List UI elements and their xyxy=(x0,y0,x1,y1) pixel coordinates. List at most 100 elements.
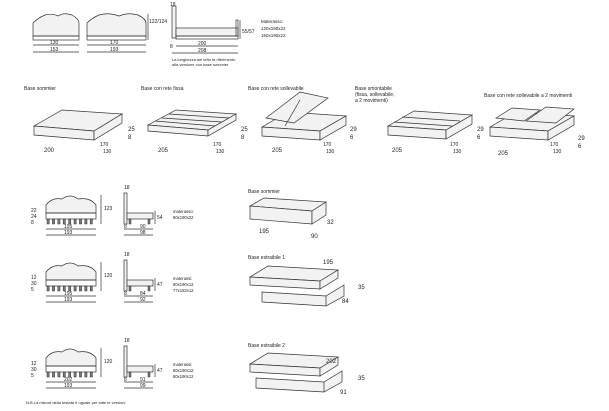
mattress-label: Materasso: xyxy=(261,19,283,24)
dim-193: 193 xyxy=(110,47,119,53)
svg-text:202: 202 xyxy=(326,359,337,365)
dimension-label: 195 xyxy=(64,291,73,297)
svg-text:35: 35 xyxy=(358,376,365,382)
mattress-size-2: 160x190x22 xyxy=(261,33,286,38)
svg-text:91: 91 xyxy=(340,390,347,396)
dim-8: 8 xyxy=(170,44,173,50)
dimension-label: 5 xyxy=(31,287,34,293)
dimension-label: 47 xyxy=(157,368,163,374)
dimension-label: 5 xyxy=(31,373,34,379)
dimension-label: 193 xyxy=(64,230,73,236)
svg-text:35: 35 xyxy=(358,285,365,291)
mattress-label: 80x190x22 xyxy=(173,215,194,220)
dimension-label: 8 xyxy=(124,224,127,230)
single-base-estraibile-2: Base estraibile 2 202 35 91 xyxy=(248,343,365,396)
dimension-label: 91 xyxy=(140,377,146,383)
svg-text:a 2 movimenti): a 2 movimenti) xyxy=(355,98,388,104)
svg-text:Base con rete sollevabile a 2: Base con rete sollevabile a 2 movimenti xyxy=(484,93,572,99)
svg-text:84: 84 xyxy=(342,299,349,305)
dimension-label: 92 xyxy=(140,297,146,303)
dimension-label: 99 xyxy=(140,383,146,389)
svg-text:29: 29 xyxy=(578,136,585,142)
footnote: N.B.La misura della testata è uguale per… xyxy=(26,400,126,405)
svg-text:170: 170 xyxy=(450,142,459,148)
svg-text:Base sommier: Base sommier xyxy=(248,189,280,195)
svg-text:Base estraibile 1: Base estraibile 1 xyxy=(248,255,285,261)
dimension-label: 54 xyxy=(157,215,163,221)
dimension-label: 123 xyxy=(104,206,113,212)
single-base-estraibile-1: Base estraibile 1 195 35 84 xyxy=(248,255,365,307)
dimension-label: 18 xyxy=(124,338,130,344)
dim-153: 153 xyxy=(50,47,59,53)
svg-text:130: 130 xyxy=(326,149,335,155)
mattress-label: materasso: xyxy=(173,209,194,214)
dimension-label: 8 xyxy=(124,291,127,297)
dim-130: 130 xyxy=(50,40,59,46)
svg-text:Base estraibile 2: Base estraibile 2 xyxy=(248,343,285,349)
svg-text:8: 8 xyxy=(241,135,245,141)
dimension-label: 47 xyxy=(157,282,163,288)
svg-text:90: 90 xyxy=(311,234,318,240)
svg-text:170: 170 xyxy=(323,142,332,148)
mattress-label: 80x190x12 xyxy=(173,374,194,379)
svg-text:130: 130 xyxy=(553,149,562,155)
svg-text:205: 205 xyxy=(498,151,509,157)
svg-text:130: 130 xyxy=(216,149,225,155)
dim-18: 18 xyxy=(170,2,176,8)
double-bed-side-view: 18 55/57 8 200 208 La lunghezza del lett… xyxy=(170,2,286,67)
svg-text:25: 25 xyxy=(128,127,135,133)
mattress-size-1: 120x190x22 xyxy=(261,26,286,31)
svg-text:205: 205 xyxy=(158,148,169,154)
base-title: Base sommier xyxy=(24,86,56,92)
base-rete-sollevabile: Base con rete sollevabile 29 6 170 130 2… xyxy=(248,86,357,155)
dimension-label: 30 xyxy=(31,281,37,287)
base-rete-fissa: Base con rete fissa 25 8 170 130 205 xyxy=(141,86,248,155)
dimension-label: 8 xyxy=(31,220,34,226)
length-note-2: alla versione con base sommier xyxy=(172,62,229,67)
svg-text:6: 6 xyxy=(477,135,481,141)
svg-text:195: 195 xyxy=(259,229,270,235)
dimension-label: 120 xyxy=(104,359,113,365)
svg-text:29: 29 xyxy=(350,127,357,133)
svg-text:170: 170 xyxy=(100,142,109,148)
dimension-label: 30 xyxy=(31,367,37,373)
double-bed-front-views: 130 153 170 193 122/124 xyxy=(32,13,167,53)
dimension-label: 84 xyxy=(140,291,146,297)
svg-text:29: 29 xyxy=(477,127,484,133)
svg-text:200: 200 xyxy=(44,148,55,154)
dimension-label: 120 xyxy=(104,273,113,279)
length-note-1: La lunghezza del letto fa riferimento xyxy=(172,57,236,62)
svg-text:6: 6 xyxy=(350,135,354,141)
svg-text:170: 170 xyxy=(213,142,222,148)
dim-208: 208 xyxy=(198,48,207,54)
svg-text:195: 195 xyxy=(323,260,334,266)
svg-text:Base con rete fissa: Base con rete fissa xyxy=(141,86,184,92)
dimension-label: 12 xyxy=(31,275,37,281)
svg-text:205: 205 xyxy=(272,148,283,154)
dimension-label: 90 xyxy=(140,224,146,230)
svg-text:8: 8 xyxy=(128,135,132,141)
svg-text:170: 170 xyxy=(550,142,559,148)
svg-text:25: 25 xyxy=(241,127,248,133)
svg-text:Base con rete sollevabile: Base con rete sollevabile xyxy=(248,86,304,92)
dim-headboard: 122/124 xyxy=(149,19,167,25)
dimension-label: 98 xyxy=(140,230,146,236)
base-rete-2-movimenti: Base con rete sollevabile a 2 movimenti … xyxy=(484,93,585,157)
svg-text:6: 6 xyxy=(578,144,582,150)
dimension-label: 24 xyxy=(31,214,37,220)
dim-170: 170 xyxy=(110,40,119,46)
mattress-label: 80x190x12 xyxy=(173,282,194,287)
dimension-label: 193 xyxy=(64,297,73,303)
mattress-label: materassi: xyxy=(173,362,192,367)
dimension-label: 12 xyxy=(31,361,37,367)
svg-text:(fissa, sollevabile,: (fissa, sollevabile, xyxy=(355,92,394,98)
dim-55-57: 55/57 xyxy=(242,29,255,35)
dimension-label: 18 xyxy=(124,185,130,191)
dimension-label: 193 xyxy=(64,383,73,389)
dimension-label: 18 xyxy=(124,252,130,258)
